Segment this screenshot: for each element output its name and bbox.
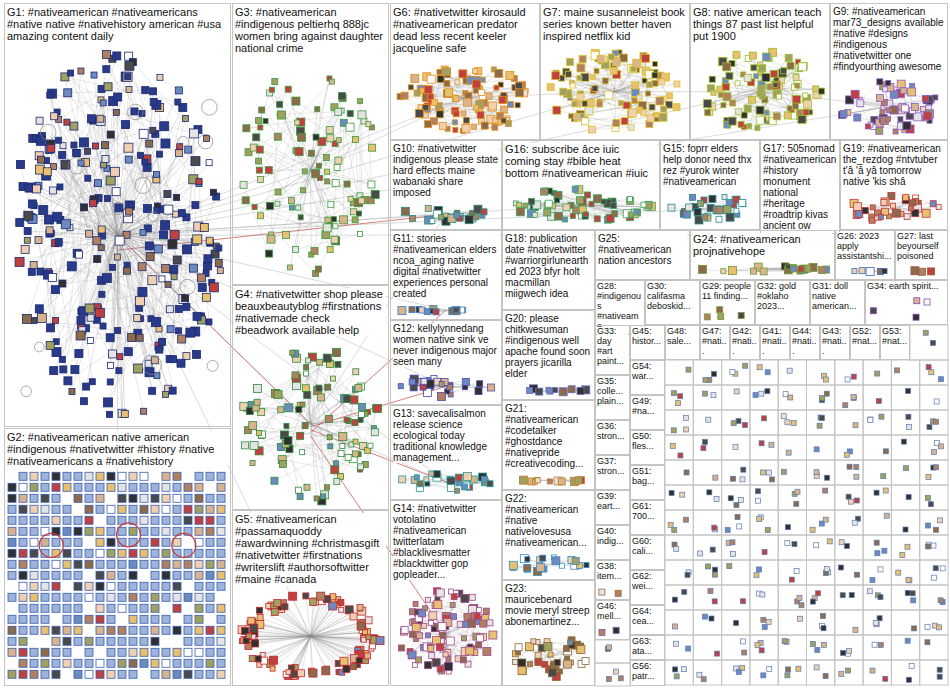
graph-canvas: G1: #nativeamerican #nativeamericans #na… [0, 0, 950, 688]
